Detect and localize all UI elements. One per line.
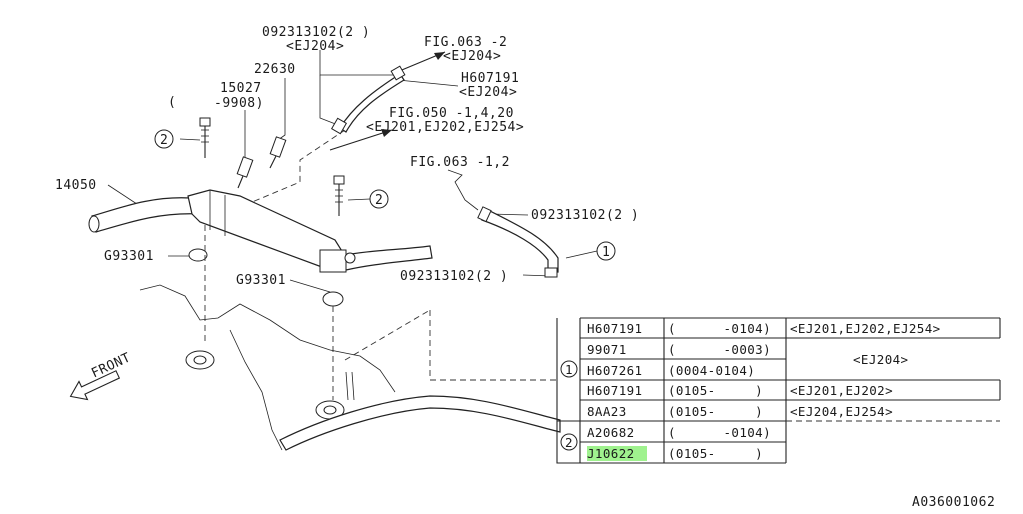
sensor-15027 [236,156,254,189]
leader-g93301-center [289,279,331,293]
leader-14050 [107,184,141,207]
leader-h607191 [397,79,459,87]
row5-spec: <EJ204,EJ254> [790,404,893,419]
arrow-fig050 [329,129,393,151]
coolant-pipe-14050 [88,189,433,273]
table-outline-left [556,318,786,464]
label-fig063-1-2: FIG.063 -1,2 [410,155,510,170]
sensor-22630 [269,136,287,169]
label-g93301-left: G93301 [104,249,154,264]
hose-fig063 [477,206,559,278]
label-paren: ( [168,95,176,110]
gasket-g93301-center [322,291,344,307]
label-092313102-top: 092313102(2 ) [262,25,370,40]
label-fig050: FIG.050 -1,4,20 [389,106,514,121]
label-h607191-variant: <EJ204> [459,85,517,100]
row5-period: (0105- ) [668,404,763,419]
row3-part: H607261 [587,363,642,378]
upper-hose-clamp-2 [390,65,406,81]
dashed-align-right [429,310,560,381]
leader-22630 [277,78,286,141]
row3-period: (0004-0104) [668,363,755,378]
arrowhead-fig063-2 [434,52,445,60]
dashed-align-diag [344,309,431,361]
label-fig063-2-variant: <EJ204> [443,49,501,64]
callout-circle-2-top [154,129,174,149]
leader-callout-2-mid [347,198,371,201]
row2-part: 99071 [587,342,627,357]
label-h607191: H607191 [461,71,519,86]
gasket-g93301-left [188,248,208,262]
label-g93301-center: G93301 [236,273,286,288]
engine-port-left-inner [193,355,207,365]
front-label: FRONT [89,350,133,381]
row2-period: ( -0003) [668,342,771,357]
lower-pipe-stub [345,371,355,401]
label-fig050-variant: <EJ201,EJ202,EJ254> [366,120,524,135]
group-1-circle [560,360,578,378]
row1-period: ( -0104) [668,321,771,336]
route-fig063-1-2 [447,169,479,211]
row7-period: (0105- ) [668,446,763,461]
leader-092313102-top-2 [319,75,339,126]
row4-part: H607191 [587,383,642,398]
label-14050: 14050 [55,178,97,193]
bolt-middle [333,175,345,216]
front-arrow: FRONT [69,350,133,401]
label-092313102-mid: 092313102(2 ) [531,208,639,223]
label-fig063-2: FIG.063 -2 [424,35,507,50]
row4-spec: <EJ201,EJ202> [790,383,893,398]
callout-2-top-label: 2 [160,133,168,148]
row1-spec: <EJ201,EJ202,EJ254> [790,321,941,336]
leader-callout-1 [565,250,598,259]
lower-hose [279,395,561,451]
label-092313102-top-variant: <EJ204> [286,39,344,54]
label-15027: 15027 [220,81,262,96]
row1-part: H607191 [587,321,642,336]
engine-outline-upper [139,284,396,393]
callout-circle-1 [596,241,616,261]
callout-1-label: 1 [602,245,610,260]
label-092313102-low: 092313102(2 ) [400,269,508,284]
group-1-ref: 1 [565,362,573,377]
highlight-j10622 [587,446,647,461]
group-2-circle [560,433,578,451]
group-2-ref: 2 [565,435,573,450]
engine-outline-side [229,329,283,451]
arrowhead-fig050 [381,129,392,137]
callout-circle-2-mid [369,189,389,209]
callout-2-mid-label: 2 [375,193,383,208]
row6-part: A20682 [587,425,635,440]
row7-part: J10622 [587,446,635,461]
row2-spec: <EJ204> [853,352,908,367]
row5-part: 8AA23 [587,404,627,419]
bolt-top-left [199,117,211,158]
parts-table: 1 2 H607191 ( -0104) <EJ201,EJ202,EJ254>… [556,317,1001,464]
leader-callout-2-top [179,138,201,141]
label-15027-range: -9908) [214,96,264,111]
row6-period: ( -0104) [668,425,771,440]
dashed-route-1 [244,129,346,206]
row4-period: (0105- ) [668,383,763,398]
label-22630: 22630 [254,62,296,77]
engine-port-center-inner [323,405,337,415]
upper-hose-clamp [330,117,348,135]
drawing-id: A036001062 [912,495,995,510]
